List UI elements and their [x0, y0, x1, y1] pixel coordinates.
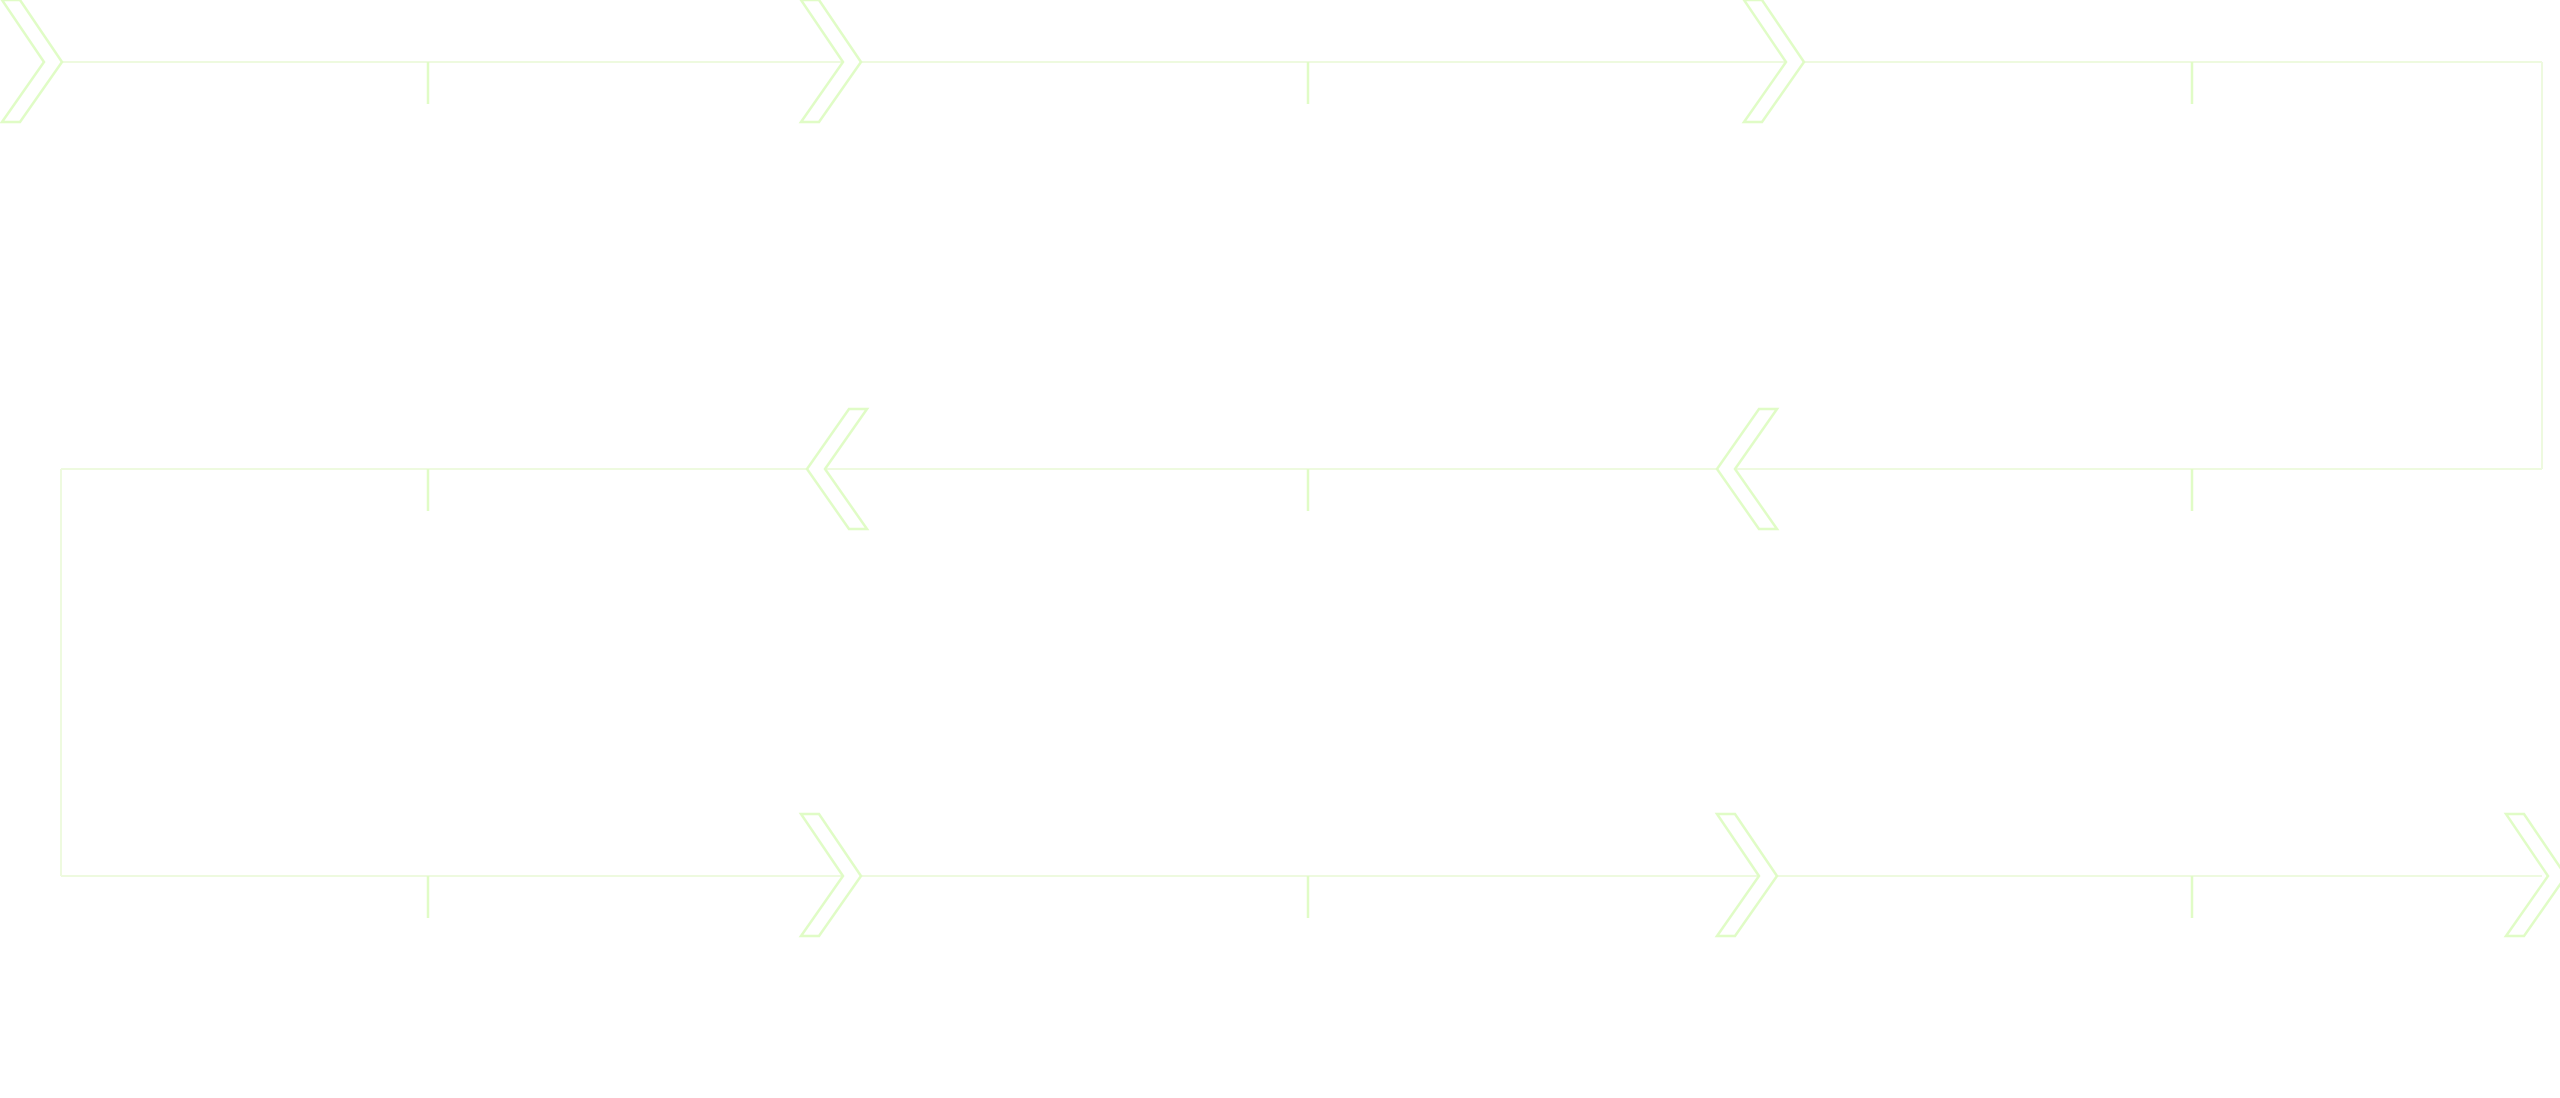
chevron-right-icon [2503, 812, 2560, 938]
chevron-right-icon [1714, 812, 1779, 938]
connector-lines [60, 61, 2543, 877]
chevron-right-icon [798, 0, 863, 124]
chevron-right-icon [798, 812, 863, 938]
chevron-left-icon [1715, 407, 1780, 531]
tick-marks [426, 62, 2194, 918]
chevron-markers [0, 0, 2560, 938]
chevron-right-icon [1741, 0, 1806, 124]
chevron-left-icon [805, 407, 870, 531]
chevron-right-icon [0, 0, 64, 124]
